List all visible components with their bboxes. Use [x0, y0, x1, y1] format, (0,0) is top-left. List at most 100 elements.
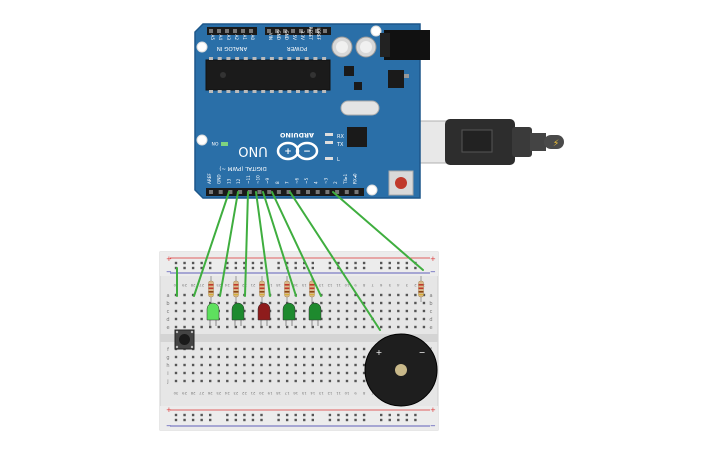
rail-plus-label: + — [166, 255, 172, 263]
jumper-wire[interactable] — [262, 191, 297, 297]
brand-label: ARDUINO — [279, 131, 314, 139]
header-pin[interactable] — [225, 29, 229, 33]
jumper-wire[interactable] — [289, 191, 381, 331]
header-pin[interactable] — [299, 29, 303, 33]
jumper-wire[interactable] — [255, 191, 271, 297]
column-number: 29 — [182, 391, 187, 396]
digital-pin-label: 13 — [226, 178, 231, 184]
resistor[interactable] — [259, 276, 265, 302]
row-letter: c — [167, 309, 170, 315]
resistor[interactable] — [233, 276, 239, 302]
crystal-oscillator — [340, 100, 380, 116]
header-pin[interactable] — [344, 190, 349, 194]
resistor[interactable] — [208, 276, 214, 302]
digital-pin-label: ~9 — [265, 177, 270, 184]
column-number: 30 — [173, 283, 178, 288]
rail-minus-label: − — [166, 268, 172, 276]
row-letter: j — [166, 379, 168, 385]
rail-plus-label: + — [430, 255, 436, 263]
power-pin-label: 5V — [292, 34, 297, 40]
led[interactable] — [257, 302, 271, 326]
analog-in-label: ANALOG IN — [217, 45, 248, 51]
header-pin[interactable] — [354, 190, 359, 194]
header-pin[interactable] — [325, 190, 330, 194]
analog-pin-label: A4 — [218, 34, 223, 40]
column-number: 13 — [318, 391, 323, 396]
column-number: 7 — [371, 283, 374, 288]
header-pin[interactable] — [218, 190, 223, 194]
row-letter: a — [429, 293, 432, 299]
header-pin[interactable] — [275, 29, 279, 33]
jumper-wire[interactable] — [271, 191, 322, 297]
svg-text:⚡: ⚡ — [553, 139, 559, 149]
led[interactable] — [282, 302, 296, 326]
header-pin[interactable] — [209, 29, 213, 33]
header-pin[interactable] — [291, 29, 295, 33]
jumper-wire[interactable] — [332, 191, 424, 271]
led-group — [206, 302, 322, 326]
header-pin[interactable] — [228, 190, 233, 194]
digital-pwm-label: DIGITAL (PWM ~) — [219, 165, 266, 171]
header-pin[interactable] — [286, 190, 291, 194]
power-jack[interactable] — [384, 30, 430, 60]
resistor[interactable] — [284, 276, 290, 302]
header-pin[interactable] — [315, 190, 320, 194]
jumper-wire[interactable] — [193, 191, 230, 297]
column-number: 11 — [335, 391, 340, 396]
header-pin[interactable] — [276, 190, 281, 194]
jumper-wire[interactable] — [219, 191, 239, 297]
header-pin[interactable] — [209, 190, 213, 194]
analog-pin-label: A3 — [226, 34, 231, 40]
header-pin[interactable] — [335, 190, 340, 194]
column-number: 21 — [250, 391, 255, 396]
column-number: 19 — [267, 391, 272, 396]
push-button[interactable] — [174, 329, 195, 350]
resistor[interactable] — [418, 276, 424, 302]
rail-plus-label: + — [166, 406, 172, 414]
microcontroller-chip — [205, 59, 331, 91]
mounting-hole — [366, 184, 378, 196]
row-letter: b — [429, 301, 432, 307]
header-pin[interactable] — [306, 190, 310, 194]
led[interactable] — [308, 302, 322, 326]
digital-pin-label: 4 — [314, 181, 319, 184]
column-number: 12 — [327, 391, 332, 396]
led[interactable] — [206, 302, 220, 326]
power-pin-label: IOREF — [316, 28, 321, 41]
column-number: 11 — [335, 283, 340, 288]
resistor[interactable] — [309, 276, 315, 302]
column-number: 27 — [199, 283, 204, 288]
header-pin[interactable] — [267, 190, 272, 194]
column-number: 19 — [267, 283, 272, 288]
header-pin[interactable] — [217, 29, 221, 33]
smd-chip — [354, 82, 362, 90]
header-pin[interactable] — [267, 29, 271, 33]
row-letter: c — [430, 309, 433, 315]
rx-label: RX — [337, 134, 344, 140]
header-pin[interactable] — [296, 190, 301, 194]
row-letter: g — [166, 355, 169, 361]
column-number: 3 — [405, 283, 408, 288]
jumper-wire[interactable] — [244, 191, 249, 297]
row-letter: e — [429, 325, 432, 331]
header-pin[interactable] — [247, 190, 252, 194]
header-pin[interactable] — [233, 29, 237, 33]
row-letter: i — [167, 371, 168, 377]
column-number: 26 — [207, 391, 212, 396]
header-pin[interactable] — [323, 29, 327, 33]
power-pin-label: RESET — [308, 27, 313, 41]
header-pin[interactable] — [241, 29, 245, 33]
rail-minus-label: − — [166, 422, 172, 430]
header-pin[interactable] — [315, 29, 319, 33]
buzzer-minus-label: − — [419, 348, 426, 357]
column-number: 22 — [241, 283, 246, 288]
led[interactable] — [231, 302, 245, 326]
column-number: 2 — [414, 283, 417, 288]
piezo-buzzer[interactable]: + − — [364, 333, 438, 407]
header-pin[interactable] — [307, 29, 311, 33]
header-pin[interactable] — [257, 190, 262, 194]
header-pin[interactable] — [283, 29, 287, 33]
header-pin[interactable] — [249, 29, 253, 33]
header-pin[interactable] — [238, 190, 243, 194]
